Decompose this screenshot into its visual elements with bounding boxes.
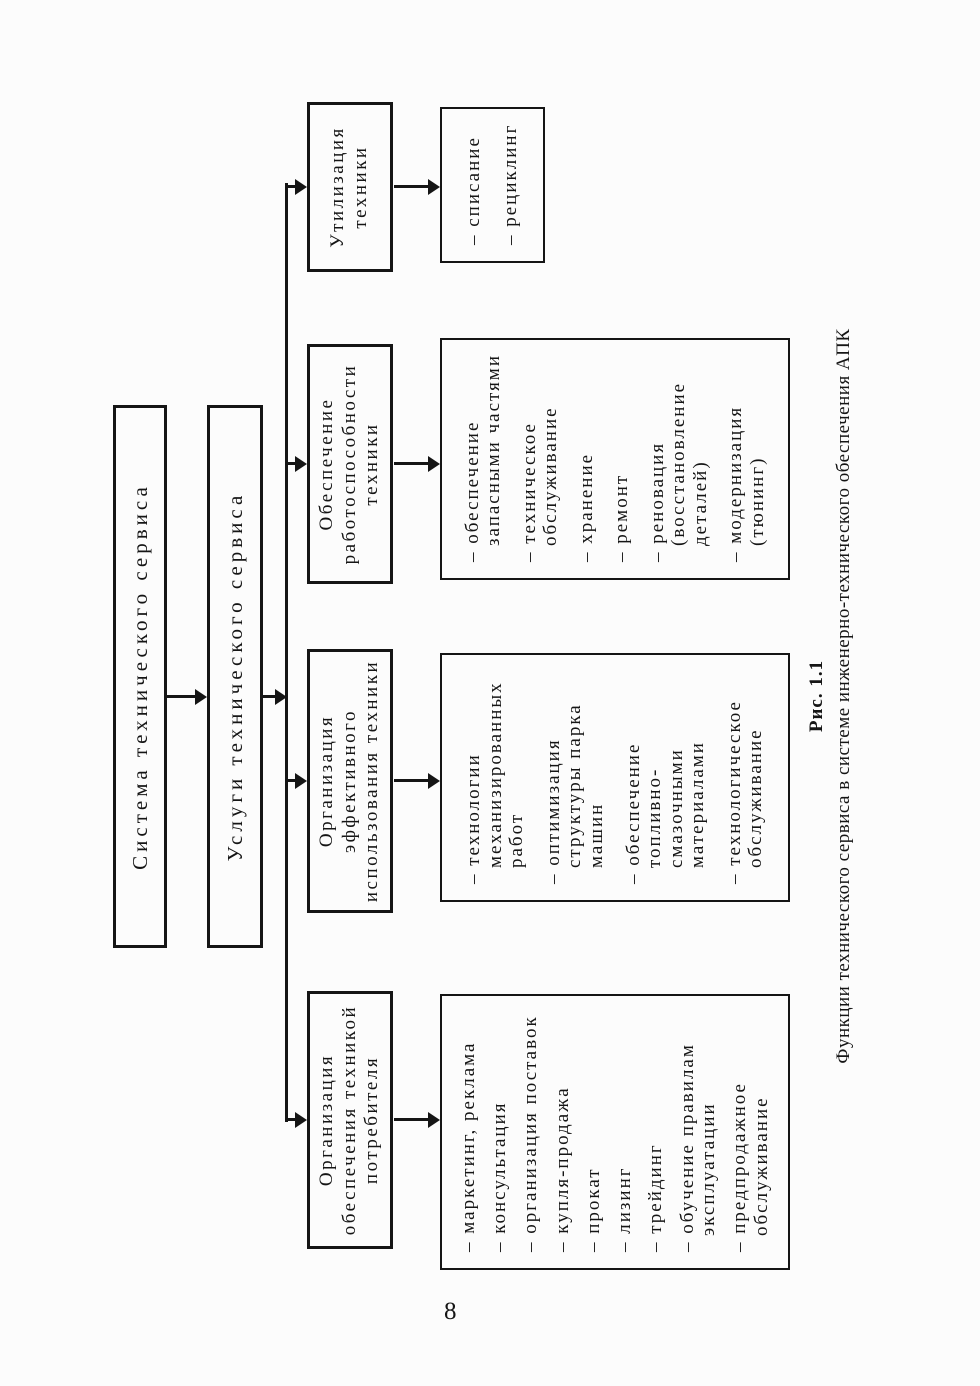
list-item: – модернизация (тюнинг) [725,405,768,562]
branch-title-line: техники [350,145,371,229]
connector-root-to-services [167,689,207,705]
branch-header-consumer-supply: Организация обеспечения техникой потреби… [307,991,393,1249]
figure-caption: Рис. 1.1 Функции технического сервиса в … [806,176,855,1216]
arrow-shaft [394,779,428,783]
arrow-shaft [287,185,295,189]
arrowhead-icon [428,179,440,195]
connector-operability-to-items [394,456,440,472]
trunk-line [285,183,288,1122]
list-item: – техническое обслуживание [518,406,562,562]
list-item: – технологическое обслуживание [723,700,767,884]
list-item: – реновация (восстановление деталей) [646,381,711,562]
page-number: 8 [444,1298,457,1325]
list-item: – хранение [575,452,597,562]
branch-title-line: Организация [315,1053,337,1187]
list-item: – технологии механизированных работ [463,681,528,884]
connector-trunk-to-operability [287,456,307,472]
connector-trunk-to-consumer-supply [287,1112,307,1128]
arrow-shaft [167,695,195,699]
list-item: – списание [463,136,485,245]
arrowhead-icon [428,1112,440,1128]
list-item: – обучение правилам эксплуатации [676,1043,719,1252]
list-item: – трейдинг [645,1143,667,1252]
arrowhead-icon [295,179,307,195]
services-box-label: Услуги технического сервиса [222,491,247,862]
arrowhead-icon [428,773,440,789]
branch-header-operability: Обеспечение работоспособности техники [307,344,393,584]
arrowhead-icon [428,456,440,472]
list-item: – организация поставок [520,1015,542,1252]
list-item: – ремонт [611,473,633,562]
branch-title-line: техники [361,422,383,506]
branch-title-line: Утилизация [327,126,349,248]
figure-caption-text: Функции технического сервиса в системе и… [833,328,854,1064]
arrowhead-icon [295,1112,307,1128]
branch-title-line: эффективного [338,709,360,853]
list-item: – обеспечение запасными частями [461,353,505,562]
root-box-label: Система технического сервиса [127,483,152,870]
list-item: – купля-продажа [551,1086,573,1252]
list-item: – предпродажное обслуживание [729,1082,772,1252]
services-box: Услуги технического сервиса [207,405,263,948]
connector-utilization-to-items [394,179,440,195]
list-item: – маркетинг, реклама [457,1041,479,1252]
arrow-shaft [394,1118,428,1122]
branch-header-effective-use: Организация эффективного использования т… [307,649,393,913]
list-item: – оптимизация структуры парка машин [542,703,607,884]
root-box: Система технического сервиса [113,405,167,948]
figure-caption-label: Рис. 1.1 [806,659,827,733]
list-item: – обеспечение топливно- смазочными матер… [622,741,709,884]
branch-title-line: работоспособности [338,363,360,565]
connector-services-to-trunk [263,689,287,705]
branch-header-utilization: Утилизация техники [307,102,393,272]
list-item: – рециклинг [500,123,522,245]
connector-trunk-to-utilization [287,179,307,195]
branch-title-line: потребителя [361,1055,383,1185]
branch-title-line: обеспечения техникой [338,1004,360,1236]
items-box-operability: – обеспечение запасными частями – технич… [440,338,790,580]
items-box-utilization: – списание – рециклинг [440,107,545,263]
arrow-shaft [263,695,275,699]
items-box-consumer-supply: – маркетинг, реклама – консультация – ор… [440,994,790,1270]
arrow-shaft [287,779,295,783]
branch-title-line: использования техники [361,659,383,903]
items-box-effective-use: – технологии механизированных работ – оп… [440,653,790,902]
list-item: – лизинг [614,1166,636,1252]
branch-title-line: Организация [315,714,337,848]
arrow-shaft [287,462,295,466]
list-item: – прокат [582,1167,604,1252]
connector-effective-use-to-items [394,773,440,789]
connector-trunk-to-effective-use [287,773,307,789]
arrow-shaft [394,462,428,466]
arrowhead-icon [195,689,207,705]
connector-consumer-supply-to-items [394,1112,440,1128]
arrow-shaft [394,185,428,189]
arrowhead-icon [295,773,307,789]
arrowhead-icon [295,456,307,472]
arrow-shaft [287,1118,295,1122]
branch-title-line: Обеспечение [315,397,337,531]
list-item: – консультация [489,1101,511,1253]
